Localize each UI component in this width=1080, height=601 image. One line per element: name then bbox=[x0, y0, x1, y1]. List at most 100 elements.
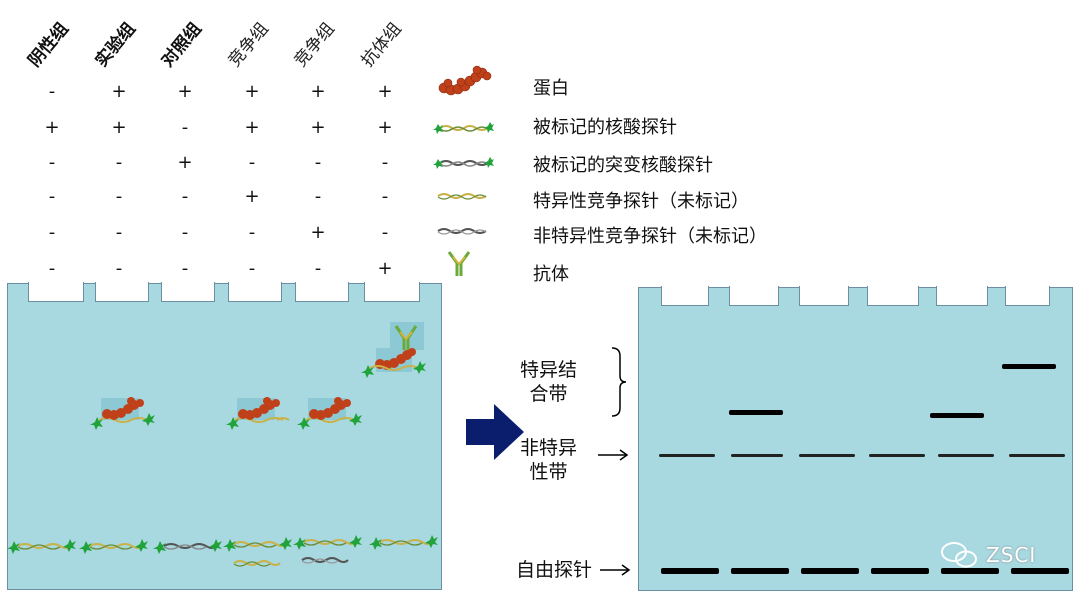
free-probe-band bbox=[801, 568, 859, 574]
sign-cell: - bbox=[48, 258, 56, 279]
sign-cell: - bbox=[381, 152, 389, 173]
sign-cell: - bbox=[48, 186, 56, 207]
gel-well bbox=[95, 282, 149, 302]
gel-well bbox=[867, 286, 919, 306]
free-probe bbox=[7, 539, 76, 554]
free-probe bbox=[223, 537, 292, 552]
wechat-icon bbox=[941, 542, 977, 568]
nonspecific-band bbox=[799, 454, 855, 457]
sign-cell: + bbox=[310, 81, 326, 102]
protein-probe-complex bbox=[297, 397, 362, 430]
legend-specific-competitor-label: 特异性竞争探针（未标记） bbox=[533, 191, 749, 212]
free-probe-band bbox=[731, 568, 789, 574]
free-probe-band bbox=[1011, 568, 1069, 574]
sign-cell: - bbox=[181, 222, 189, 243]
specific-competitor-icon bbox=[437, 193, 487, 200]
nonspecific-band-label-line2: 性带 bbox=[529, 461, 568, 483]
header-antibody: 抗体组 bbox=[357, 19, 406, 71]
gel-well bbox=[936, 286, 988, 306]
sign-cell: - bbox=[48, 81, 56, 102]
gel-well bbox=[364, 282, 420, 302]
free-probe-label: 自由探针 bbox=[516, 559, 593, 581]
arrow-right-icon bbox=[600, 564, 631, 576]
gel-well bbox=[161, 282, 215, 302]
protein-probe-complex bbox=[90, 397, 155, 430]
free-probe-band bbox=[871, 568, 929, 574]
free-nonspecific-competitor bbox=[301, 557, 349, 564]
bracket-icon bbox=[611, 347, 627, 417]
sign-cell: + bbox=[377, 258, 393, 279]
nonspecific-band bbox=[869, 454, 925, 457]
header-negative: 阴性组 bbox=[24, 19, 73, 71]
right-gel bbox=[638, 286, 1073, 591]
sign-cell: - bbox=[314, 258, 322, 279]
sign-cell: - bbox=[48, 222, 56, 243]
nonspecific-band bbox=[659, 454, 715, 457]
arrow-right-icon bbox=[598, 449, 629, 461]
sign-cell: - bbox=[248, 258, 256, 279]
legend-mutant-probe-label: 被标记的突变核酸探针 bbox=[533, 155, 713, 176]
gel-well bbox=[661, 286, 709, 306]
sign-cell: - bbox=[314, 186, 322, 207]
labeled-probe-icon bbox=[433, 122, 494, 134]
sign-cell: + bbox=[177, 81, 193, 102]
sign-cell: + bbox=[310, 222, 326, 243]
sign-cell: - bbox=[48, 152, 56, 173]
specific-band bbox=[930, 413, 984, 418]
gel-well bbox=[1005, 286, 1050, 306]
specific-band-label-line1: 特异结 bbox=[520, 359, 578, 381]
nonspecific-band-label: 非特异 性带 bbox=[520, 436, 577, 484]
gel-well bbox=[228, 282, 282, 302]
sign-cell: - bbox=[248, 222, 256, 243]
gel-well bbox=[295, 282, 349, 302]
free-probe-band bbox=[661, 568, 719, 574]
gel-well bbox=[28, 282, 84, 302]
free-probe bbox=[79, 539, 148, 554]
header-experimental: 实验组 bbox=[91, 19, 140, 71]
free-probe bbox=[369, 535, 438, 550]
nonspecific-competitor-icon bbox=[437, 228, 487, 235]
sign-cell: - bbox=[115, 152, 123, 173]
legend-labeled-probe-label: 被标记的核酸探针 bbox=[533, 117, 677, 138]
sign-cell: + bbox=[310, 117, 326, 138]
sign-cell: + bbox=[377, 117, 393, 138]
sign-cell: - bbox=[115, 222, 123, 243]
sign-cell: + bbox=[244, 186, 260, 207]
nonspecific-band bbox=[938, 454, 994, 457]
legend-protein-label: 蛋白 bbox=[533, 78, 569, 99]
protein-icon bbox=[438, 65, 492, 96]
specific-band bbox=[729, 410, 783, 415]
sign-cell: - bbox=[381, 222, 389, 243]
gel-well bbox=[729, 286, 779, 306]
sign-cell: + bbox=[111, 117, 127, 138]
sign-cell: - bbox=[314, 152, 322, 173]
sign-cell: - bbox=[181, 117, 189, 138]
sign-cell: - bbox=[115, 186, 123, 207]
free-probe bbox=[293, 535, 362, 550]
sign-cell: + bbox=[244, 81, 260, 102]
antibody-supershift-complex bbox=[361, 322, 426, 378]
gel-well bbox=[799, 286, 849, 306]
sign-cell: + bbox=[177, 152, 193, 173]
watermark-text: ZSCI bbox=[986, 543, 1037, 567]
sign-cell: - bbox=[381, 186, 389, 207]
free-mutant-probe bbox=[153, 539, 222, 554]
mutant-probe-icon bbox=[433, 157, 494, 169]
left-gel bbox=[7, 282, 442, 590]
protein-probe-complex bbox=[226, 397, 290, 430]
sign-cell: - bbox=[181, 258, 189, 279]
nonspecific-band-label-line1: 非特异 bbox=[520, 437, 578, 459]
sign-cell: + bbox=[377, 81, 393, 102]
sign-cell: + bbox=[111, 81, 127, 102]
specific-band-label: 特异结 合带 bbox=[520, 358, 577, 406]
specific-band-label-line2: 合带 bbox=[529, 383, 568, 405]
header-competition-1: 竞争组 bbox=[224, 19, 273, 71]
sign-cell: - bbox=[115, 258, 123, 279]
header-control: 对照组 bbox=[157, 19, 206, 71]
supershift-band bbox=[1002, 364, 1056, 369]
nonspecific-band bbox=[1009, 454, 1065, 457]
sign-cell: + bbox=[244, 117, 260, 138]
free-specific-competitor bbox=[233, 560, 281, 567]
sign-cell: - bbox=[181, 186, 189, 207]
legend-nonspecific-competitor-label: 非特异性竞争探针（未标记） bbox=[533, 226, 767, 247]
